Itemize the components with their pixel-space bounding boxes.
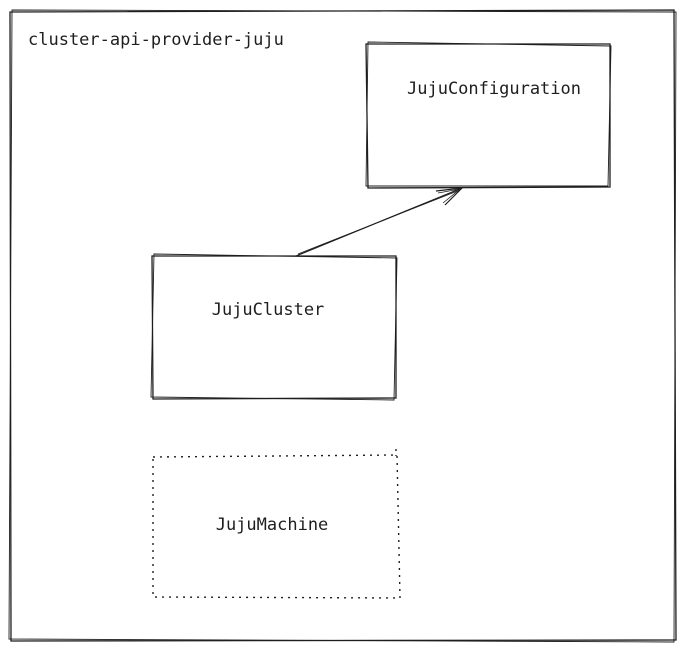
node-juju-cluster[interactable]: JujuCluster: [150, 253, 398, 401]
juju-cluster-label: JujuCluster: [212, 300, 325, 320]
node-juju-configuration[interactable]: JujuConfiguration: [365, 41, 612, 189]
juju-machine-label: JujuMachine: [216, 515, 329, 535]
arrowhead-sketch: [437, 188, 462, 204]
juju-cluster-border-sketch: [150, 253, 398, 401]
container-border-sketch: [8, 9, 677, 643]
container-border: [9, 9, 677, 642]
juju-configuration-label: JujuConfiguration: [407, 79, 581, 99]
arrowhead: [435, 187, 464, 206]
edge-cluster-to-configuration: [295, 187, 464, 257]
juju-machine-border: [152, 454, 401, 599]
arrow-shaft-sketch: [297, 189, 461, 255]
node-juju-machine[interactable]: JujuMachine: [152, 449, 401, 599]
juju-cluster-border: [151, 255, 397, 400]
juju-configuration-border-sketch: [365, 41, 612, 187]
juju-configuration-border: [365, 43, 611, 189]
container-cluster-api-provider-juju[interactable]: cluster-api-provider-juju: [8, 9, 677, 643]
container-label: cluster-api-provider-juju: [28, 30, 284, 50]
